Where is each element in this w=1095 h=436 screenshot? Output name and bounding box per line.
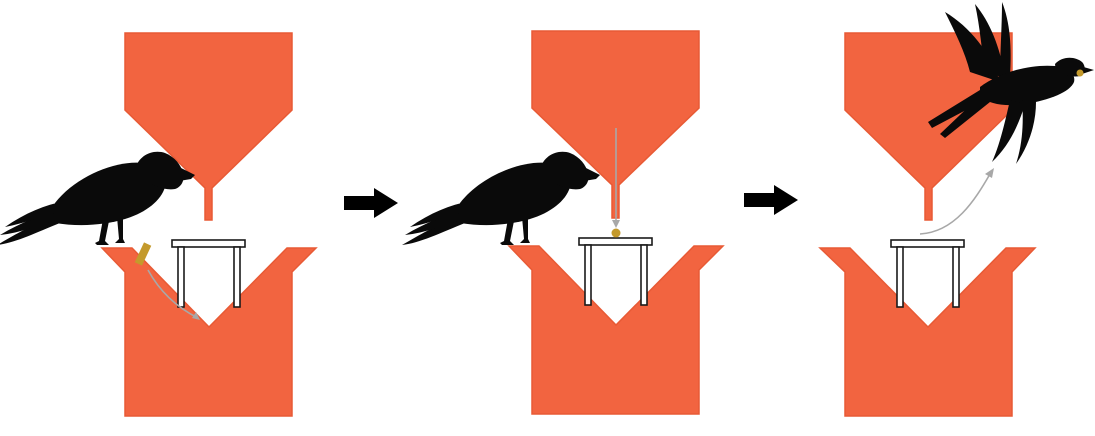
platform-2	[578, 237, 653, 306]
panel-2	[402, 30, 725, 415]
right-arrow-icon	[744, 185, 798, 215]
token-drop-trajectory	[147, 269, 199, 319]
food-in-beak	[1076, 69, 1084, 77]
panel-3	[818, 2, 1094, 417]
base-box-3	[818, 247, 1037, 417]
departure-trajectory	[919, 173, 991, 235]
hopper-1	[124, 32, 293, 221]
right-arrow-icon	[344, 188, 398, 218]
crow-perched-1	[0, 151, 195, 245]
trajectory-arrowhead	[192, 312, 200, 320]
platform-1	[171, 239, 246, 308]
base-box-2	[507, 245, 725, 415]
base-box-1	[100, 247, 318, 417]
crow-perched-2	[402, 151, 600, 245]
platform-3	[890, 239, 965, 308]
hopper-3	[844, 32, 1013, 221]
food-reward	[611, 228, 621, 238]
trajectory-arrowhead	[985, 168, 994, 178]
trajectory-arrowhead	[612, 220, 620, 228]
panel-1	[0, 32, 318, 417]
hopper-2	[531, 30, 700, 219]
stone-token	[134, 242, 152, 266]
